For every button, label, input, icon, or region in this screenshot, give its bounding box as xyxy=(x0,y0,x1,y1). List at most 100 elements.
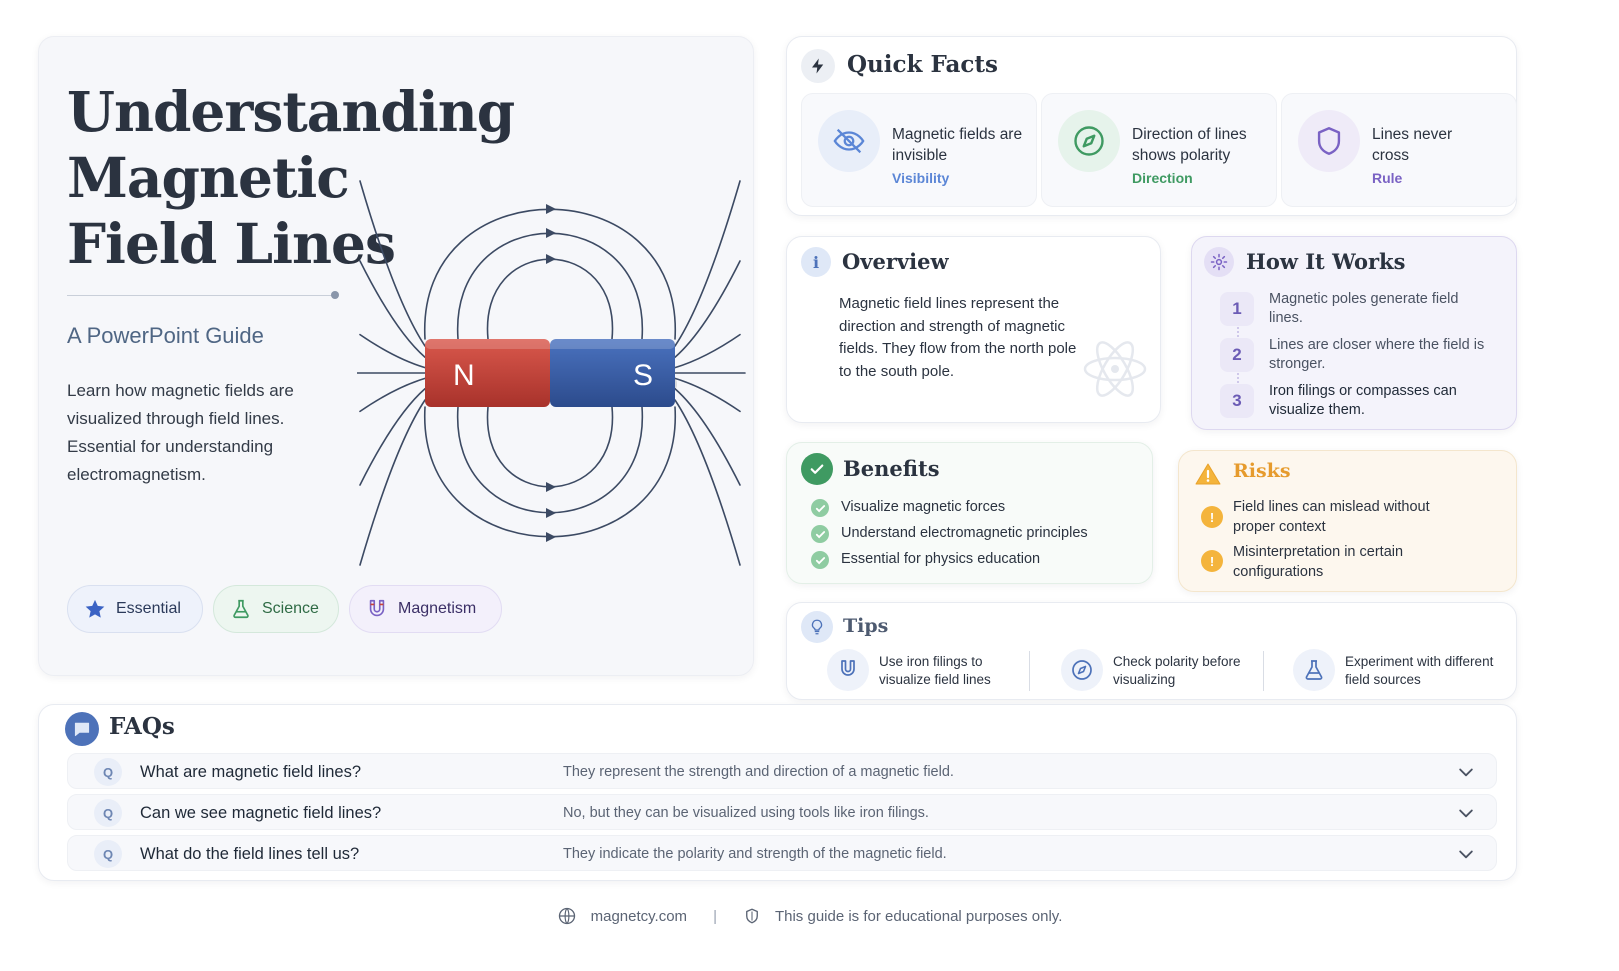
magnet-north-pole xyxy=(425,339,550,407)
tip-item: Check polarity before visualizing xyxy=(1113,654,1241,687)
faq-question: Can we see magnetic field lines? xyxy=(140,804,382,822)
magnet-icon xyxy=(827,649,869,691)
faq-answer: They represent the strength and directio… xyxy=(563,764,954,780)
field-line xyxy=(359,387,426,486)
field-line xyxy=(359,333,426,369)
fact-tag: Direction xyxy=(1132,170,1193,186)
alert-circle-icon: ! xyxy=(1201,506,1223,528)
fact-tag: Rule xyxy=(1372,170,1403,186)
warning-icon xyxy=(1191,457,1225,491)
tips-title: Tips xyxy=(843,615,889,637)
step-number: 1 xyxy=(1220,292,1254,326)
faq-question: What are magnetic field lines? xyxy=(140,763,362,781)
field-line xyxy=(424,208,676,340)
field-line xyxy=(674,399,741,566)
tag-label: Science xyxy=(262,600,319,617)
field-line xyxy=(457,406,643,514)
faqs-title: FAQs xyxy=(109,713,175,740)
compass-icon xyxy=(1061,649,1103,691)
field-line xyxy=(359,399,426,566)
field-line xyxy=(359,180,426,347)
globe-icon xyxy=(558,907,575,925)
footer: magnetcy.com | This guide is for educati… xyxy=(0,906,1619,926)
step-number: 3 xyxy=(1220,384,1254,418)
lightning-icon xyxy=(801,49,835,83)
chevron-down-icon[interactable] xyxy=(1456,844,1476,864)
fact-card-rule: Lines never cross Rule xyxy=(1281,93,1517,207)
tag-label: Magnetism xyxy=(398,600,477,617)
risk-item: Misinterpretation in certain configurati… xyxy=(1233,544,1404,580)
atom-icon xyxy=(1083,341,1147,397)
quick-facts-title: Quick Facts xyxy=(847,51,998,78)
tag-essential[interactable]: Essential xyxy=(67,585,203,633)
fact-card-visibility: Magnetic fields are invisible Visibility xyxy=(801,93,1037,207)
faq-question: What do the field lines tell us? xyxy=(140,845,360,863)
faq-answer: No, but they can be visualized using too… xyxy=(563,805,929,821)
risks-card: Risks ! Field lines can mislead without … xyxy=(1178,450,1517,592)
tip-item: Use iron filings to visualize field line… xyxy=(879,654,991,687)
footer-website-link[interactable]: magnetcy.com xyxy=(590,907,688,925)
eye-off-icon xyxy=(818,110,880,172)
star-icon xyxy=(85,599,105,618)
warning-icon: ! xyxy=(1201,550,1223,572)
tip-divider xyxy=(1263,651,1264,691)
field-arrow xyxy=(546,204,556,214)
divider-dot xyxy=(331,291,339,299)
step-text: Magnetic poles generate field lines. xyxy=(1269,291,1459,326)
fact-card-direction: Direction of lines shows polarity Direct… xyxy=(1041,93,1277,207)
benefit-item: Visualize magnetic forces xyxy=(841,499,1006,515)
step-text: Lines are closer where the field is stro… xyxy=(1269,337,1485,372)
chat-icon xyxy=(65,712,99,746)
shield-icon xyxy=(1298,110,1360,172)
chevron-down-icon[interactable] xyxy=(1456,762,1476,782)
footer-disclaimer: This guide is for educational purposes o… xyxy=(774,907,1063,925)
south-label: S xyxy=(633,359,653,392)
field-line xyxy=(674,180,741,347)
benefit-item: Essential for physics education xyxy=(841,551,1041,567)
tag-label: Essential xyxy=(116,600,181,617)
faq-item[interactable]: Q What are magnetic field lines? They re… xyxy=(67,753,1497,789)
magnet-field-illustration: N S xyxy=(357,180,746,566)
risk-item: Field lines can mislead without proper c… xyxy=(1233,499,1430,535)
field-arrow xyxy=(546,508,556,518)
check-icon xyxy=(811,525,829,543)
field-line xyxy=(674,377,741,413)
footer-separator: | xyxy=(713,907,717,925)
chevron-down-icon[interactable] xyxy=(1456,803,1476,823)
magnet-south-pole xyxy=(550,339,675,407)
field-arrow xyxy=(546,254,556,264)
field-line xyxy=(424,406,676,538)
field-line xyxy=(457,232,643,340)
magnet-icon xyxy=(369,599,385,617)
faq-item[interactable]: Q What do the field lines tell us? They … xyxy=(67,835,1497,871)
field-arrow xyxy=(546,482,556,492)
faq-item[interactable]: Q Can we see magnetic field lines? No, b… xyxy=(67,794,1497,830)
page-title: Understanding Magnetic Field Lines xyxy=(67,79,515,276)
faq-badge: Q xyxy=(94,758,122,786)
field-line xyxy=(359,260,426,359)
tag-magnetism[interactable]: Magnetism xyxy=(349,585,502,633)
field-line xyxy=(359,377,426,413)
overview-card: i Overview Magnetic field lines represen… xyxy=(786,236,1161,423)
quick-facts-card: Quick Facts Magnetic fields are invisibl… xyxy=(786,36,1517,216)
info-icon: i xyxy=(801,247,831,277)
field-arrow xyxy=(546,532,556,542)
flask-icon xyxy=(233,599,249,619)
faqs-card: FAQs Q What are magnetic field lines? Th… xyxy=(38,704,1517,881)
hero-description: Learn how magnetic fields are visualized… xyxy=(67,381,294,484)
fact-text: Magnetic fields are invisible xyxy=(892,126,1023,164)
benefits-title: Benefits xyxy=(843,456,940,481)
faq-badge: Q xyxy=(94,799,122,827)
overview-title: Overview xyxy=(842,249,949,274)
fact-text: Lines never cross xyxy=(1372,126,1453,164)
overview-text: Magnetic field lines represent the direc… xyxy=(839,295,1077,380)
hero-card: Understanding Magnetic Field Lines A Pow… xyxy=(38,36,754,676)
check-icon xyxy=(811,551,829,569)
faq-answer: They indicate the polarity and strength … xyxy=(563,846,947,862)
risks-title: Risks xyxy=(1233,460,1291,482)
field-line xyxy=(674,387,741,486)
how-it-works-card: How It Works 1 Magnetic poles generate f… xyxy=(1191,236,1517,430)
field-line xyxy=(674,260,741,359)
tag-science[interactable]: Science xyxy=(213,585,339,633)
hero-subtitle: A PowerPoint Guide xyxy=(67,323,264,348)
